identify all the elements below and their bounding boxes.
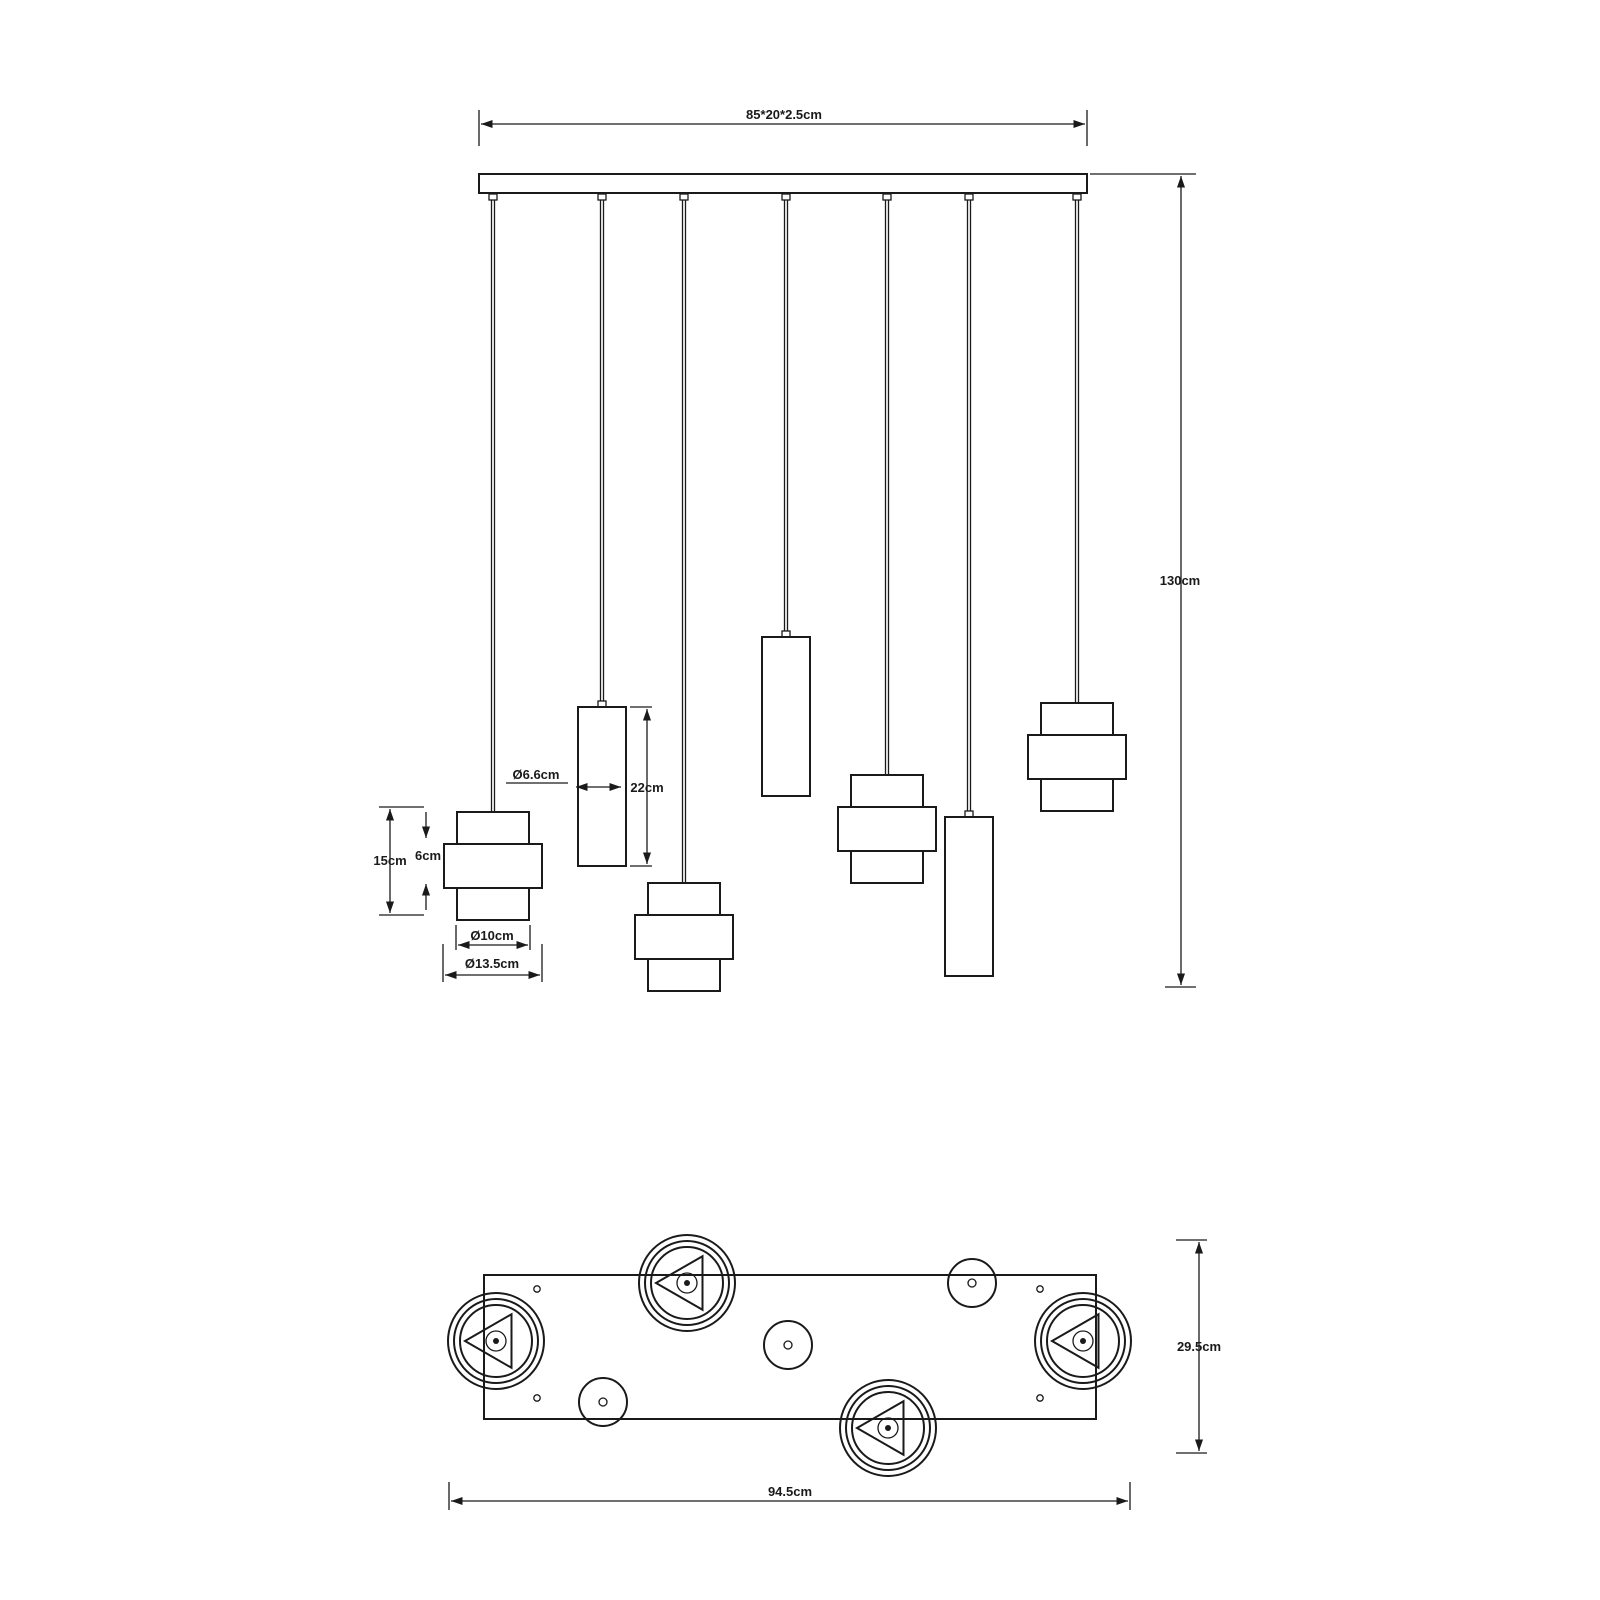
mounting-hole	[1036, 1285, 1044, 1293]
ring-shade-band	[443, 843, 543, 889]
pendant-3	[634, 193, 734, 992]
cord-mount	[1072, 193, 1082, 201]
top-depth-dimension: 29.5cm	[1176, 1239, 1221, 1454]
socket-dot	[885, 1425, 891, 1431]
outer-ring-inner	[644, 1240, 730, 1326]
tube-shade	[761, 636, 811, 797]
cord-mount	[964, 193, 974, 201]
tube-center	[783, 1340, 793, 1350]
tube-circle	[578, 1377, 628, 1427]
triangle-socket	[653, 1254, 704, 1312]
top-depth-label: 29.5cm	[1177, 1339, 1221, 1354]
inner-ring	[650, 1246, 724, 1320]
socket-dot	[684, 1280, 690, 1286]
outer-ring	[447, 1292, 545, 1390]
inner-ring	[459, 1304, 533, 1378]
tube-shade-top-3	[947, 1258, 997, 1308]
cord-mount	[597, 193, 607, 201]
tube-height-dimension: 22cm	[630, 706, 664, 867]
shade-diameter-dimensions: Ø10cm Ø13.5cm	[442, 925, 543, 982]
canopy-dimension-label: 85*20*2.5cm	[746, 107, 822, 122]
triangle-socket	[854, 1399, 905, 1457]
band-height-dimension: 6cm	[415, 812, 441, 910]
socket-circle	[676, 1272, 698, 1294]
cord-mount	[488, 193, 498, 201]
tube-diameter-label: Ø6.6cm	[513, 767, 560, 782]
cord-mount	[679, 193, 689, 201]
outer-ring	[1034, 1292, 1132, 1390]
tube-circle	[763, 1320, 813, 1370]
ring-shade-band	[634, 914, 734, 960]
outer-ring	[839, 1379, 937, 1477]
ring-shade-band	[1027, 734, 1127, 780]
top-length-dimension: 94.5cm	[448, 1482, 1131, 1510]
pendant-5	[837, 193, 937, 884]
ring-shade-top-3	[839, 1379, 937, 1477]
tube-shade-top-2	[763, 1320, 813, 1370]
pendant-1	[443, 193, 543, 921]
ring-shade-top-4	[1034, 1292, 1132, 1390]
ring-shade-band	[837, 806, 937, 852]
pendant-7	[1027, 193, 1127, 812]
inner-ring	[1046, 1304, 1120, 1378]
outer-ring-inner	[453, 1298, 539, 1384]
front-view: 85*20*2.5cm 130cm 15cm 6cm Ø10cm	[373, 107, 1200, 992]
top-view: 29.5cm 94.5cm	[447, 1234, 1221, 1510]
outer-ring-inner	[845, 1385, 931, 1471]
ring-shade-top-1	[447, 1292, 545, 1390]
tube-diameter-dimension: Ø6.6cm	[506, 767, 621, 792]
tube-center	[598, 1397, 608, 1407]
socket-dot	[1080, 1338, 1086, 1344]
pendant-4	[761, 193, 811, 797]
mounting-hole	[1036, 1394, 1044, 1402]
outer-ring-inner	[1040, 1298, 1126, 1384]
pendant-2	[577, 193, 627, 867]
shade-height-dimension: 15cm	[373, 806, 424, 916]
canopy-width-dimension: 85*20*2.5cm	[478, 107, 1088, 146]
mounting-hole	[533, 1285, 541, 1293]
overall-height-dimension: 130cm	[1090, 173, 1200, 988]
cord-mount	[882, 193, 892, 201]
tube-center	[967, 1278, 977, 1288]
canopy-top-outline	[483, 1274, 1097, 1420]
top-length-label: 94.5cm	[768, 1484, 812, 1499]
pendants	[443, 193, 1127, 992]
socket-circle	[485, 1330, 507, 1352]
ring-shade-top-2	[638, 1234, 736, 1332]
pendant-6	[944, 193, 994, 977]
top-view-shades	[447, 1234, 1132, 1477]
tube-circle	[947, 1258, 997, 1308]
triangle-socket	[462, 1312, 513, 1370]
tube-shade	[944, 816, 994, 977]
socket-dot	[493, 1338, 499, 1344]
overall-height-label: 130cm	[1160, 573, 1200, 588]
cord-mount	[781, 193, 791, 201]
shade-height-label: 15cm	[373, 853, 406, 868]
inner-ring	[851, 1391, 925, 1465]
band-height-label: 6cm	[415, 848, 441, 863]
inner-diameter-label: Ø10cm	[470, 928, 513, 943]
mounting-hole	[533, 1394, 541, 1402]
outer-ring	[638, 1234, 736, 1332]
canopy-bar	[478, 173, 1088, 194]
tube-shade-top-1	[578, 1377, 628, 1427]
tube-height-label: 22cm	[630, 780, 663, 795]
socket-circle	[877, 1417, 899, 1439]
outer-diameter-label: Ø13.5cm	[465, 956, 519, 971]
socket-circle	[1072, 1330, 1094, 1352]
triangle-socket	[1049, 1312, 1100, 1370]
